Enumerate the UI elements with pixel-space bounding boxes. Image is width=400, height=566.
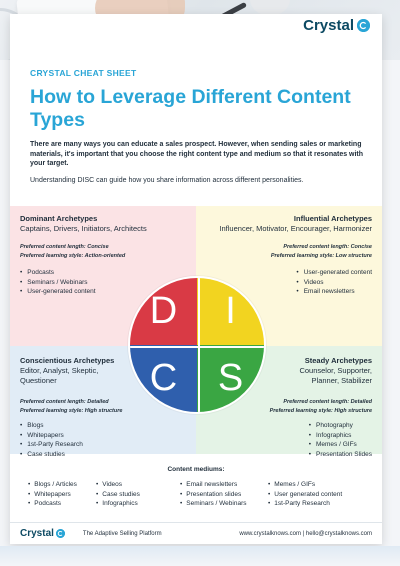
content-list: Blogs Whitepapers 1st-Party Research Cas…	[20, 421, 186, 459]
mediums-column: Blogs / Articles Whitepapers Podcasts	[28, 480, 77, 509]
preferred-style: Preferred learning style: Action-oriente…	[20, 252, 126, 259]
list-item: Whitepapers	[20, 431, 186, 441]
disc-c-letter: C	[149, 357, 178, 399]
disc-c-segment: C	[130, 345, 197, 412]
quadrant-roles: Editor, Analyst, Skeptic, Questioner	[20, 366, 99, 385]
c-speech-bubble-icon	[357, 19, 370, 32]
preferred-length: Preferred content length: Detailed	[20, 399, 109, 405]
kicker: CRYSTAL CHEAT SHEET	[30, 68, 137, 78]
list-item: User-generated content	[20, 287, 186, 297]
preferred-length: Preferred content length: Detailed	[283, 399, 372, 405]
mediums-column: Videos Case studies Infographics	[96, 480, 140, 509]
mediums-column: Email newsletters Presentation slides Se…	[180, 480, 247, 509]
medium-item: Infographics	[96, 499, 140, 509]
list-item: Case studies	[20, 450, 186, 460]
quadrant-title: Conscientious Archetypes	[20, 356, 115, 365]
medium-item: 1st-Party Research	[268, 499, 342, 509]
crystal-logo[interactable]: Crystal	[303, 17, 370, 34]
medium-item: Memes / GIFs	[268, 480, 342, 490]
list-item: Seminars / Webinars	[20, 278, 186, 288]
list-item: Podcasts	[20, 268, 186, 278]
medium-item: Videos	[96, 480, 140, 490]
disc-i-letter: I	[225, 290, 236, 332]
intro-plain: Understanding DISC can guide how you sha…	[30, 177, 304, 184]
c-speech-bubble-icon	[55, 529, 65, 538]
medium-item: Whitepapers	[28, 490, 77, 500]
mug-photo	[250, 0, 290, 16]
preferred-style: Preferred learning style: High structure	[269, 407, 372, 414]
list-item: Memes / GIFs	[309, 440, 372, 450]
medium-item: Email newsletters	[180, 480, 247, 490]
footer-contact[interactable]: www.crystalknows.com | hello@crystalknow…	[239, 530, 372, 537]
medium-item: Seminars / Webinars	[180, 499, 246, 509]
quadrant-roles: Counselor, Supporter, Planner, Stabilize…	[299, 366, 372, 385]
cheat-sheet-page: Crystal CRYSTAL CHEAT SHEET How to Lever…	[10, 14, 382, 544]
medium-item: Podcasts	[28, 499, 77, 509]
disc-d-segment: D	[130, 278, 197, 345]
medium-item: Case studies	[96, 490, 140, 500]
list-item: Blogs	[20, 421, 186, 431]
quadrant-title: Influential Archetypes	[293, 214, 372, 223]
disc-i-segment: I	[197, 278, 264, 345]
footer-tagline: The Adaptive Selling Platform	[82, 530, 162, 537]
list-item: Videos	[296, 278, 372, 288]
disc-s-segment: S	[197, 345, 264, 412]
content-list: Podcasts Seminars / Webinars User-genera…	[20, 268, 186, 297]
footer-logo[interactable]: Crystal	[20, 528, 65, 539]
disc-divider	[130, 346, 264, 348]
preferred-style: Preferred learning style: Low structure	[270, 252, 372, 259]
medium-item: User generated content	[268, 490, 342, 500]
disc-d-letter: D	[149, 290, 178, 332]
list-item: Infographics	[309, 431, 372, 441]
quadrant-roles: Captains, Drivers, Initiators, Architect…	[20, 224, 147, 233]
preferred-style: Preferred learning style: High structure	[20, 407, 123, 414]
quadrant-title: Steady Archetypes	[304, 356, 372, 365]
list-item: Email newsletters	[296, 287, 372, 297]
list-item: User-generated content	[296, 268, 372, 278]
preferred-length: Preferred content length: Concise	[283, 244, 372, 250]
medium-item: Presentation slides	[180, 490, 247, 500]
intro-bold: There are many ways you can educate a sa…	[30, 141, 364, 167]
preferred-length: Preferred content length: Concise	[20, 244, 109, 250]
logo-text: Crystal	[303, 17, 354, 34]
medium-item: Blogs / Articles	[28, 480, 77, 490]
content-mediums-title: Content mediums:	[167, 466, 225, 473]
mediums-column: Memes / GIFs User generated content 1st-…	[268, 480, 342, 509]
list-item: 1st-Party Research	[20, 440, 186, 450]
footer: Crystal The Adaptive Selling Platform ww…	[10, 522, 382, 544]
disc-circle: D I C S	[128, 276, 266, 414]
content-list: User-generated content Videos Email news…	[296, 268, 372, 297]
bottom-band	[0, 546, 400, 566]
disc-s-letter: S	[217, 357, 244, 399]
list-item: Presentation Slides	[309, 450, 372, 460]
page-title: How to Leverage Different Content Types	[30, 86, 351, 131]
disc-divider	[198, 278, 200, 412]
quadrant-roles: Influencer, Motivator, Encourager, Harmo…	[219, 224, 372, 233]
list-item: Photography	[309, 421, 372, 431]
quadrant-title: Dominant Archetypes	[20, 214, 98, 223]
footer-logo-text: Crystal	[20, 528, 54, 539]
content-list: Photography Infographics Memes / GIFs Pr…	[309, 421, 372, 459]
